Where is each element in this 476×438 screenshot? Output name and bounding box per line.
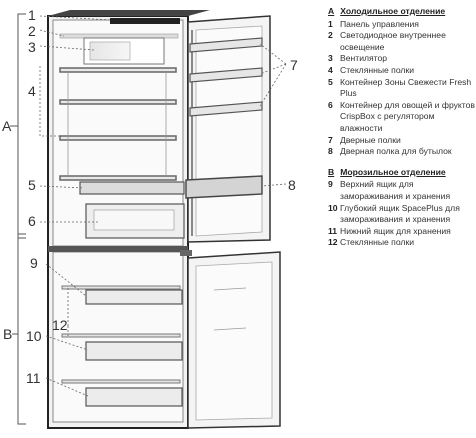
callout-7: 7 [290, 57, 298, 73]
callout-2: 2 [28, 23, 36, 39]
freezer-drawers [85, 289, 183, 407]
bracket-a [10, 13, 26, 239]
glass-shelves [59, 67, 177, 181]
callout-10: 10 [26, 328, 42, 344]
callout-11: 11 [26, 370, 41, 386]
door-shelves [189, 37, 263, 117]
fresh-plus-container [79, 181, 185, 195]
fan [83, 37, 165, 65]
label-A: A [2, 118, 12, 134]
freezer-glass-shelves [61, 285, 181, 384]
bracket-b [12, 233, 26, 425]
callout-3: 3 [28, 39, 36, 55]
label-B: B [3, 326, 12, 342]
callout-5: 5 [28, 177, 36, 193]
control-panel [110, 18, 180, 24]
callout-12: 12 [52, 317, 68, 333]
callout-1: 1 [28, 7, 36, 23]
callout-9: 9 [30, 255, 38, 271]
callout-6: 6 [28, 213, 36, 229]
callout-4: 4 [28, 83, 36, 99]
callout-8: 8 [288, 177, 296, 193]
fridge-diagram: A B 1 2 3 4 5 6 7 8 9 10 11 12 [2, 7, 298, 429]
hinge [180, 250, 192, 256]
led-light [59, 33, 179, 39]
bottle-shelf [185, 175, 263, 199]
leader-lines [39, 15, 287, 397]
freezer-door [187, 251, 281, 429]
crispbox [85, 203, 185, 239]
